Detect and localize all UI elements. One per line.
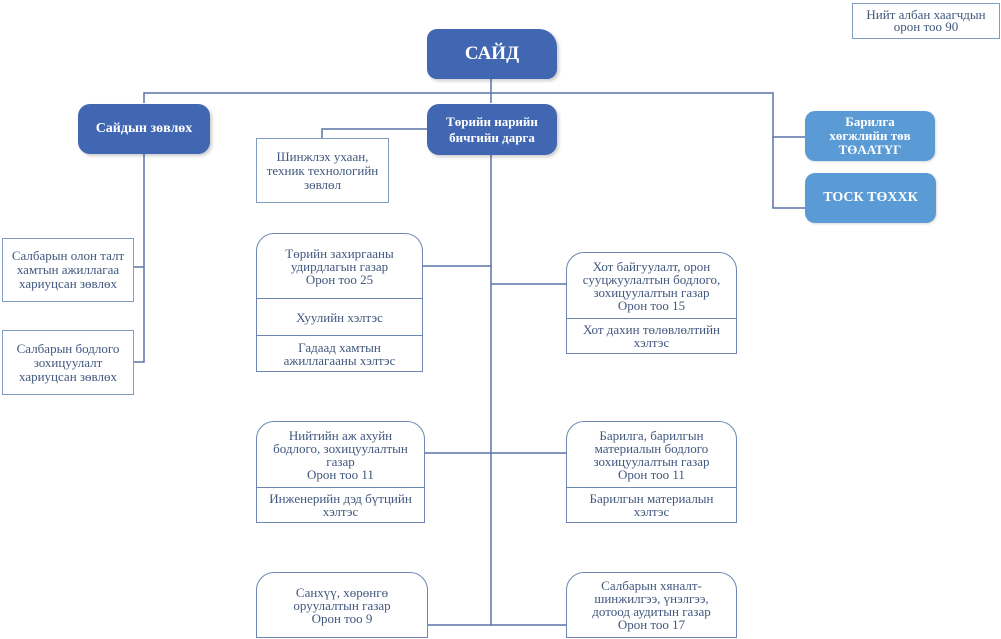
dept-public-utilities[interactable]: Нийтийн аж ахуйн бодлого, зохицуулалтын …	[256, 421, 425, 523]
dept-title: Барилга, барилгын материалын бодлого зох…	[593, 427, 710, 482]
dept-urban-planning[interactable]: Хот байгуулалт, орон сууцжуулалтын бодло…	[566, 252, 737, 354]
division-item[interactable]: Гадаад хамтын ажиллагааны хэлтэс	[257, 335, 422, 371]
agency-tosk[interactable]: ТОСК ТӨХХК	[805, 173, 936, 223]
dept-title: Нийтийн аж ахуйн бодлого, зохицуулалтын …	[273, 427, 408, 482]
connector-council-trunk	[134, 154, 145, 363]
division-item[interactable]: Барилгын материалын хэлтэс	[567, 487, 736, 522]
dept-monitoring-audit[interactable]: Салбарын хяналт- шинжилгээ, үнэлгээ, дот…	[566, 572, 737, 638]
minister-node[interactable]: САЙД	[427, 29, 557, 79]
advisory-council-cooperation[interactable]: Салбарын олон талт хамтын ажиллагаа хари…	[2, 238, 134, 302]
state-secretary-node[interactable]: Төрийн нарийн бичгийн дарга	[427, 104, 557, 155]
total-staff-box: Нийт албан хаагчдын орон тоо 90	[852, 3, 1000, 39]
agency-construction-center[interactable]: Барилга хөгжлийн төв ТӨААТҮГ	[805, 111, 935, 161]
dept-title: Төрийн захиргааны удирдлагын газар Орон …	[285, 245, 394, 287]
council-node[interactable]: Сайдын зөвлөх	[78, 104, 210, 154]
dept-title: Хот байгуулалт, орон сууцжуулалтын бодло…	[582, 258, 721, 313]
dept-title: Санхүү, хөрөнгө оруулалтын газар Орон то…	[293, 584, 391, 626]
division-item[interactable]: Хуулийн хэлтэс	[257, 298, 422, 335]
dept-title: Салбарын хяналт- шинжилгээ, үнэлгээ, дот…	[592, 578, 711, 632]
division-item[interactable]: Хот дахин төлөвлөлтийн хэлтэс	[567, 318, 736, 353]
dept-public-administration[interactable]: Төрийн захиргааны удирдлагын газар Орон …	[256, 233, 423, 372]
advisory-council-policy[interactable]: Салбарын бодлого зохицуулалт хариуцсан з…	[2, 330, 134, 395]
connector-science	[321, 128, 427, 138]
dept-construction-materials[interactable]: Барилга, барилгын материалын бодлого зох…	[566, 421, 737, 523]
science-council-box[interactable]: Шинжлэх ухаан, техник технологийн зөвлөл	[256, 138, 389, 203]
division-item[interactable]: Инженерийн дэд бүтцийн хэлтэс	[257, 487, 424, 522]
connector-top-bus	[143, 92, 805, 209]
dept-finance-investment[interactable]: Санхүү, хөрөнгө оруулалтын газар Орон то…	[256, 572, 428, 638]
